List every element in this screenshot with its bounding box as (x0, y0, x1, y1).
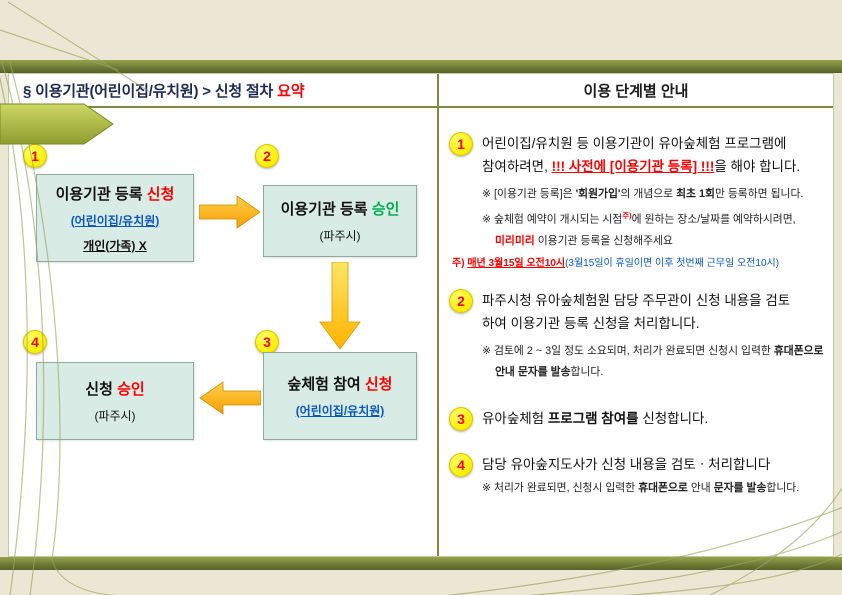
guide-step-4: 4 담당 유아숲지도사가 신청 내용을 검토ㆍ처리합니다 ※ 처리가 완료되면,… (449, 452, 825, 499)
highlight-sms-2: 문자를 발송 (713, 481, 767, 494)
guide-step-3: 3 유아숲체험 프로그램 참여를 신청합니다. (449, 406, 825, 431)
box3-title-text: 숲체험 참여 (287, 376, 365, 393)
step-1-badge: 1 (449, 132, 473, 156)
left-header-title: § 이용기관(어린이집/유치원) > 신청 절차 요약 (23, 80, 305, 101)
text-segment: 참여하려면, (482, 159, 552, 174)
box1-note: 개인(가족) X (83, 238, 147, 253)
box3-subtitle: (어린이집/유치원) (295, 404, 385, 418)
step-2-note-2: 안내 문자를 발송합니다. (482, 362, 824, 383)
text-segment: 안내 (687, 481, 714, 494)
text-segment: 합니다. (570, 365, 604, 378)
title-accent: 요약 (277, 82, 305, 100)
flow-box-registration-approval: 이용기관 등록 승인 (파주시) (263, 185, 417, 257)
text-segment: 유아숲체험 (482, 410, 548, 426)
step-2-line-1: 파주시청 유아숲체험원 담당 주무관이 신청 내용을 검토 (482, 289, 824, 312)
arrow-down-icon (319, 262, 361, 350)
text-segment: ※ [이용기관 등록]은 (482, 188, 576, 200)
box2-title-accent: 승인 (371, 201, 400, 218)
green-chevron-arrow-icon (0, 103, 114, 145)
box2-title-text: 이용기관 등록 (280, 201, 372, 218)
step-2-number: 2 (457, 292, 465, 309)
step-1-note-reservation: ※ 숲체험 예약이 개시되는 시점주)에 원하는 장소/날짜를 예약하시려면, (482, 205, 803, 231)
flow-step-4-badge: 4 (23, 330, 47, 354)
text-segment: 어린이집/유치원 등 이용기관이 유아숲체험 프로그램에 (482, 136, 787, 151)
flow-step-3-badge: 3 (255, 330, 279, 354)
top-olive-bar (0, 60, 842, 73)
step-3-number: 3 (457, 410, 465, 427)
text-segment: 파주시청 유아숲체험원 담당 주무관이 신청 내용을 검토 (482, 292, 791, 308)
step-1-line-1: 어린이집/유치원 등 이용기관이 유아숲체험 프로그램에 (482, 132, 803, 155)
flow-step-3-number: 3 (263, 334, 271, 350)
flow-box-program-apply: 숲체험 참여 신청 (어린이집/유치원) (263, 352, 417, 440)
text-segment: 에 원하는 장소/날짜를 예약하시려면, (631, 213, 796, 226)
step-1-number: 1 (457, 136, 465, 152)
box4-title-accent: 승인 (117, 381, 145, 398)
step-1-line-2: 참여하려면, !!! 사전에 [이용기관 등록] !!!을 해야 합니다. (482, 155, 803, 178)
text-segment: 담당 유아숲지도사가 신청 내용을 검토ㆍ처리합니다 (482, 456, 771, 472)
flow-step-2-badge: 2 (255, 144, 279, 168)
box1-title-text: 이용기관 등록 (55, 185, 147, 203)
highlight-sms: 안내 문자를 발송 (495, 365, 571, 378)
highlight-membership: '회원가입' (575, 188, 621, 200)
flow-step-2-number: 2 (263, 148, 271, 164)
text-segment: 신청합니다. (638, 410, 709, 426)
footnote-label: 주) (452, 257, 468, 269)
step-4-note-1: ※ 처리가 완료되면, 신청시 입력한 휴대폰으로 안내 문자를 발송합니다. (482, 478, 799, 499)
box3-title-accent: 신청 (364, 376, 393, 393)
highlight-prior-registration: !!! 사전에 [이용기관 등록] !!! (551, 159, 715, 174)
step-2-badge: 2 (449, 288, 473, 313)
box4-title-text: 신청 (85, 381, 118, 398)
step-3-badge: 3 (449, 406, 473, 431)
highlight-open-date: 매년 3월15일 오전10시 (467, 257, 566, 269)
highlight-once: 최초 1회 (676, 188, 715, 200)
step-4-number: 4 (457, 456, 465, 473)
title-text: § 이용기관(어린이집/유치원) > 신청 절차 (23, 82, 278, 100)
text-segment: 합니다. (766, 481, 800, 494)
text-segment: ※ 숲체험 예약이 개시되는 시점 (482, 213, 623, 226)
box1-subtitle: (어린이집/유치원) (70, 213, 160, 228)
step-1-note-early: 미리미리 이용기관 등록을 신청해주세요 (482, 231, 803, 252)
step-4-line-1: 담당 유아숲지도사가 신청 내용을 검토ㆍ처리합니다 (482, 453, 799, 476)
guide-step-2: 2 파주시청 유아숲체험원 담당 주무관이 신청 내용을 검토 하여 이용기관 … (449, 288, 825, 383)
guide-list: 1 어린이집/유치원 등 이용기관이 유아숲체험 프로그램에 참여하려면, !!… (439, 108, 833, 499)
box2-subtitle: (파주시) (319, 229, 361, 243)
step-2-line-2: 하여 이용기관 등록 신청을 처리합니다. (482, 312, 824, 335)
guide-step-1: 1 어린이집/유치원 등 이용기관이 유아숲체험 프로그램에 참여하려면, !!… (449, 132, 825, 273)
text-segment: 을 해야 합니다. (714, 159, 801, 174)
box4-subtitle: (파주시) (94, 409, 136, 423)
usage-guide-section: 이용 단계별 안내 1 어린이집/유치원 등 이용기관이 유아숲체험 프로그램에… (439, 74, 833, 556)
right-header-title: 이용 단계별 안내 (583, 82, 689, 100)
flow-step-1-number: 1 (31, 148, 39, 164)
box3-title: 숲체험 참여 신청 (288, 373, 393, 394)
box4-title: 신청 승인 (85, 378, 144, 399)
step-3-line-1: 유아숲체험 프로그램 참여를 신청합니다. (482, 407, 708, 430)
box2-title: 이용기관 등록 승인 (281, 198, 400, 219)
step-2-note-1: ※ 검토에 2 ~ 3일 정도 소요되며, 처리가 완료되면 신청시 입력한 휴… (482, 341, 824, 362)
step-1-footnote: 주) 매년 3월15일 오전10시(3월15일이 휴일이면 이후 첫번째 근무일… (452, 254, 803, 273)
right-header: 이용 단계별 안내 (439, 74, 833, 108)
step-1-note-membership: ※ [이용기관 등록]은 '회원가입'의 개념으로 최초 1회만 등록하면 됩니… (482, 184, 803, 205)
footnote-marker: 주) (622, 211, 632, 220)
footnote-detail: (3월15일이 휴일이면 이후 첫번째 근무일 오전10시) (565, 257, 780, 269)
box1-title-accent: 신청 (146, 185, 175, 203)
bottom-olive-bar (0, 557, 842, 570)
highlight-phone-2: 휴대폰으로 (638, 481, 688, 494)
text-segment: 만 등록하면 됩니다. (714, 188, 804, 200)
step-4-badge: 4 (449, 452, 473, 477)
text-segment: 이용기관 등록을 신청해주세요 (534, 234, 673, 247)
text-segment: 의 개념으로 (620, 188, 677, 200)
flow-step-4-number: 4 (31, 334, 39, 350)
flow-box-registration-request: 이용기관 등록 신청 (어린이집/유치원) 개인(가족) X (36, 174, 194, 262)
flow-box-apply-approval: 신청 승인 (파주시) (36, 362, 194, 440)
text-segment: ※ 처리가 완료되면, 신청시 입력한 (482, 481, 639, 494)
main-panel: § 이용기관(어린이집/유치원) > 신청 절차 요약 1 2 3 4 이용기관… (8, 73, 834, 557)
text-segment: 하여 이용기관 등록 신청을 처리합니다. (482, 315, 700, 331)
box1-title: 이용기관 등록 신청 (56, 183, 175, 204)
arrow-left-icon (199, 381, 261, 415)
highlight-early: 미리미리 (495, 234, 535, 247)
highlight-program-join: 프로그램 참여를 (547, 410, 639, 426)
highlight-phone: 휴대폰으로 (773, 344, 824, 357)
text-segment: ※ 검토에 2 ~ 3일 정도 소요되며, 처리가 완료되면 신청시 입력한 (482, 344, 774, 357)
arrow-right-icon (199, 195, 261, 229)
